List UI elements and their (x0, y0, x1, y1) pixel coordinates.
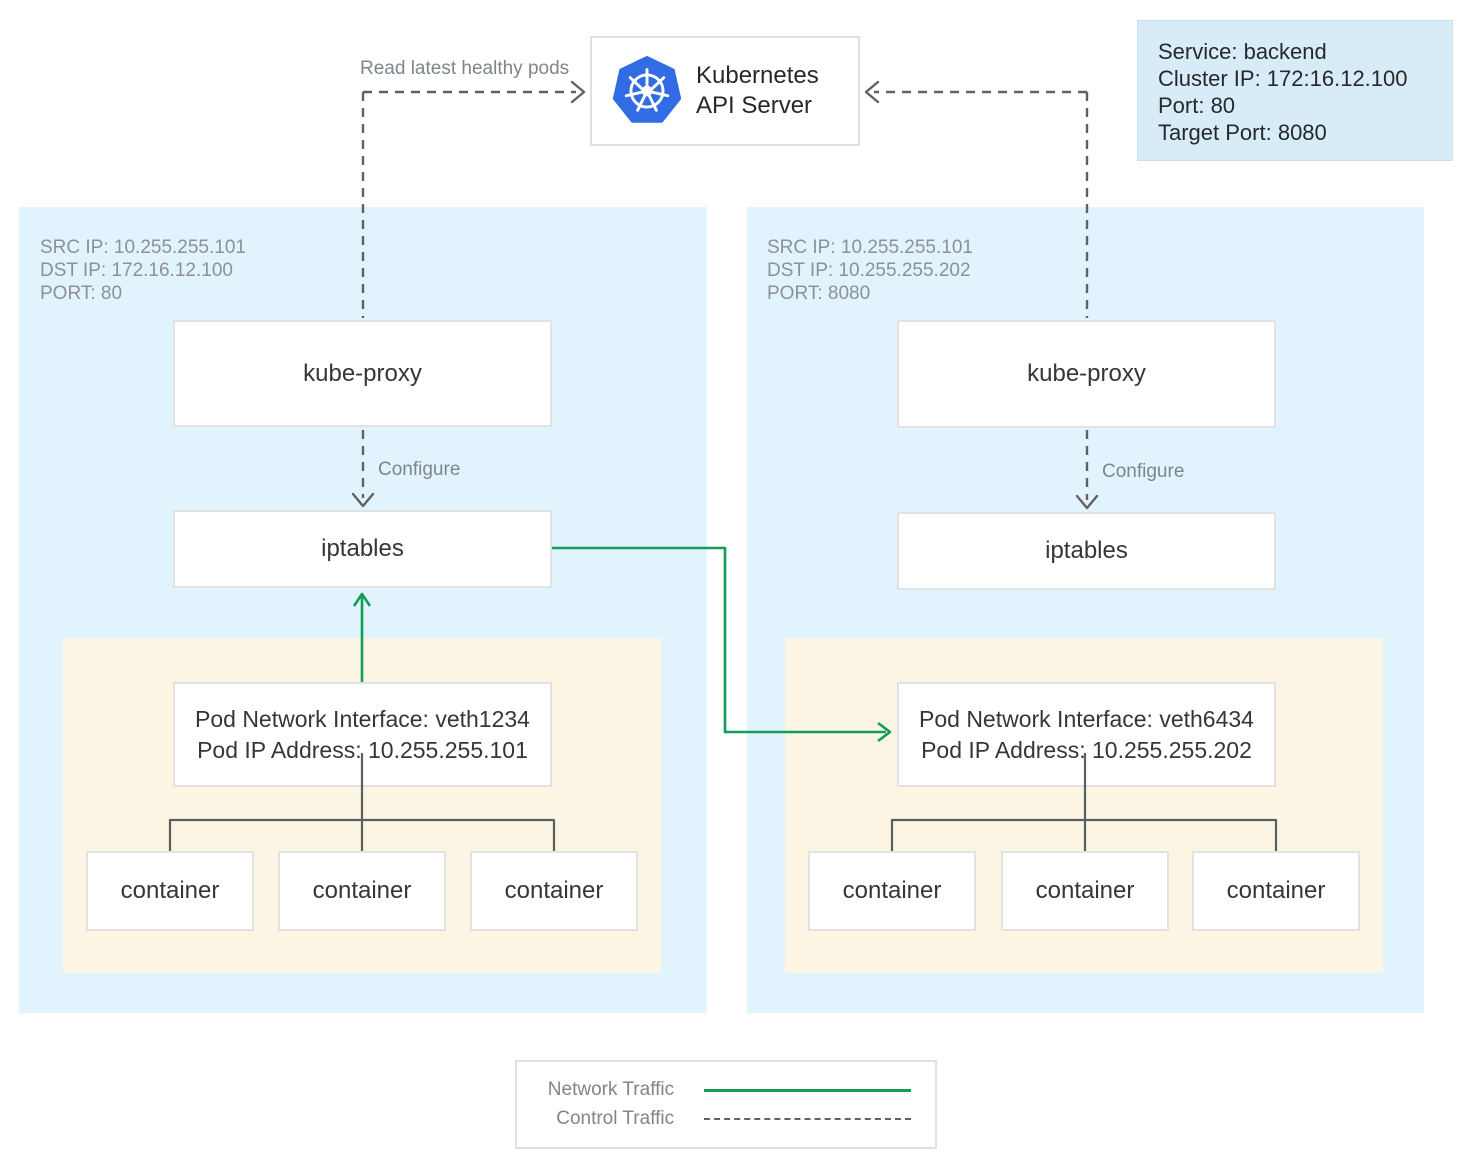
kube-proxy-box-left: kube-proxy (173, 320, 552, 427)
service-info-box: Service: backend Cluster IP: 172:16.12.1… (1137, 20, 1453, 161)
service-info-line: Cluster IP: 172:16.12.100 (1158, 66, 1408, 91)
legend-box: Network Traffic Control Traffic (515, 1060, 937, 1149)
service-info-line: Target Port: 8080 (1158, 120, 1327, 145)
iptables-box-left: iptables (173, 510, 552, 588)
container-box: container (1192, 851, 1360, 931)
pod-interface-box-right: Pod Network Interface: veth6434 Pod IP A… (897, 682, 1276, 787)
iptables-label: iptables (1045, 537, 1128, 564)
pod-interface-line: Pod IP Address: 10.255.255.202 (921, 736, 1252, 763)
annotation-line: DST IP: 172.16.12.100 (40, 260, 233, 281)
packet-annotation-right: SRC IP: 10.255.255.101 DST IP: 10.255.25… (767, 236, 973, 305)
control-traffic-line-swatch (704, 1118, 911, 1120)
kubernetes-logo-icon (612, 56, 682, 123)
arrowhead-left (864, 80, 880, 104)
annotation-line: PORT: 8080 (767, 283, 871, 304)
container-label: container (504, 877, 604, 904)
container-label: container (1226, 877, 1326, 904)
annotation-line: SRC IP: 10.255.255.101 (767, 237, 973, 258)
configure-edge-label-left: Configure (378, 459, 461, 480)
configure-edge-label-right: Configure (1102, 461, 1185, 482)
api-server-label: Kubernetes API Server (696, 62, 819, 119)
pod-interface-line: Pod IP Address: 10.255.255.101 (197, 736, 528, 763)
annotation-line: SRC IP: 10.255.255.101 (40, 237, 246, 258)
annotation-line: PORT: 80 (40, 283, 123, 304)
container-box: container (470, 851, 638, 931)
annotation-line: DST IP: 10.255.255.202 (767, 260, 971, 281)
service-info-line: Port: 80 (1158, 93, 1236, 118)
container-label: container (312, 877, 412, 904)
legend-row-network: Network Traffic (517, 1079, 911, 1101)
legend-control-label: Control Traffic (556, 1108, 675, 1129)
packet-annotation-left: SRC IP: 10.255.255.101 DST IP: 172.16.12… (40, 236, 246, 305)
kube-proxy-box-right: kube-proxy (897, 320, 1276, 428)
iptables-box-right: iptables (897, 512, 1276, 590)
container-label: container (120, 877, 220, 904)
arrowhead-right (570, 80, 586, 104)
network-traffic-line-swatch (704, 1088, 911, 1092)
kube-proxy-label: kube-proxy (303, 359, 422, 387)
iptables-label: iptables (321, 535, 404, 562)
pod-interface-line: Pod Network Interface: veth6434 (919, 705, 1254, 732)
container-box: container (278, 851, 446, 931)
container-label: container (842, 877, 942, 904)
container-box: container (1001, 851, 1169, 931)
legend-network-label: Network Traffic (547, 1079, 675, 1100)
container-box: container (808, 851, 976, 931)
read-pods-edge-label: Read latest healthy pods (360, 58, 570, 79)
container-box: container (86, 851, 254, 931)
service-info-line: Service: backend (1158, 39, 1327, 64)
kube-proxy-label: kube-proxy (1027, 360, 1146, 387)
container-label: container (1035, 877, 1135, 904)
pod-interface-box-left: Pod Network Interface: veth1234 Pod IP A… (173, 682, 552, 787)
pod-interface-line: Pod Network Interface: veth1234 (195, 705, 530, 732)
api-server-box: Kubernetes API Server (590, 36, 860, 146)
legend-row-control: Control Traffic (517, 1108, 911, 1130)
